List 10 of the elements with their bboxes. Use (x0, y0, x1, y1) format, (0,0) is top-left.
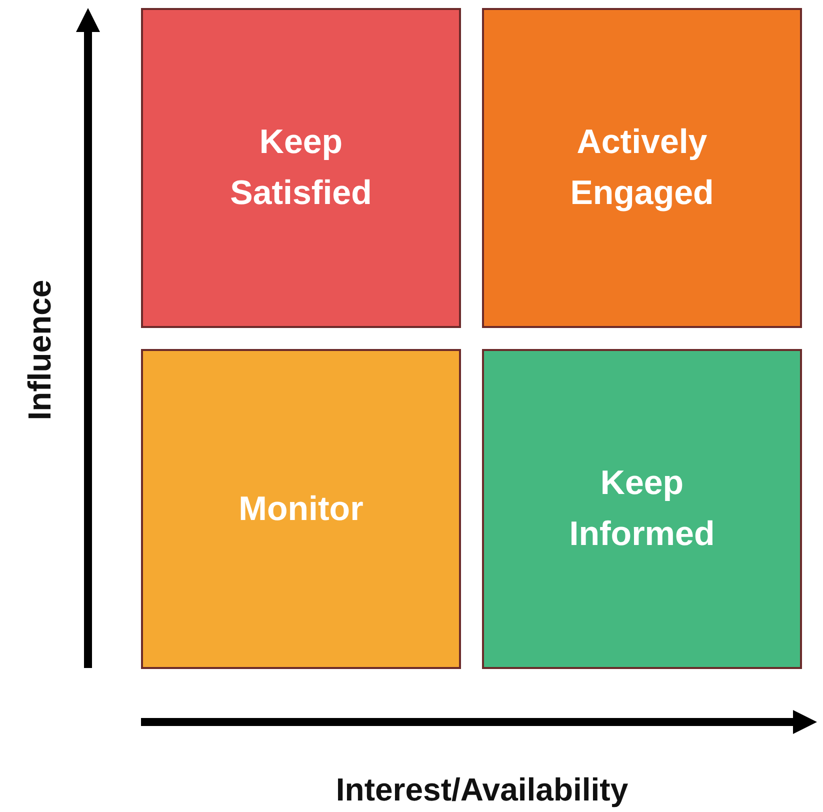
quadrant-box (482, 8, 802, 328)
quadrant-label: Keep Informed (568, 463, 716, 555)
quadrant-box (141, 8, 461, 328)
quadrant-box (141, 349, 461, 669)
quadrant-box (482, 349, 802, 669)
quadrant-label: Actively Engaged (569, 122, 715, 214)
quadrant-label: Keep Satisfied (229, 122, 373, 214)
axis-label: Interest/Availability (336, 772, 628, 808)
quadrant-label: Monitor (238, 488, 364, 530)
axis-label: Influence (22, 280, 58, 420)
